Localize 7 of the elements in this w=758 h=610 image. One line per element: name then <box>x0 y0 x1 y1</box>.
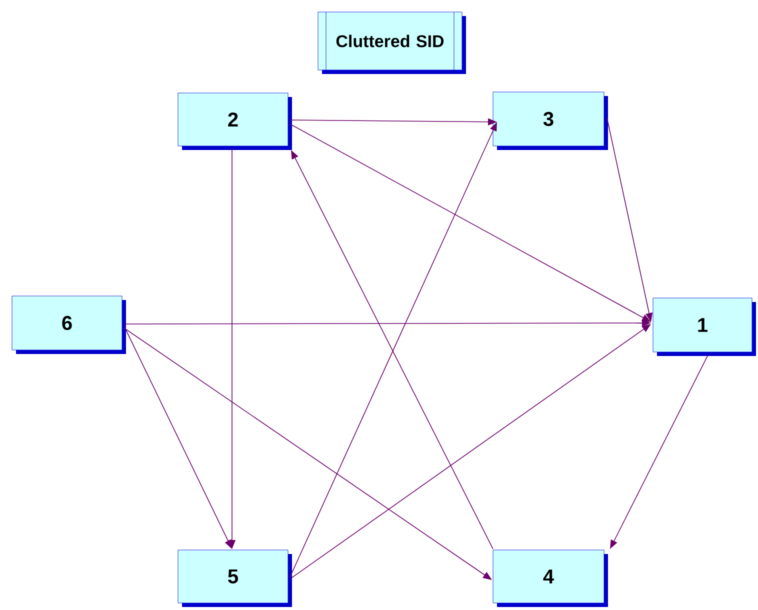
title-box: Cluttered SID <box>318 12 466 74</box>
process-box: 4 <box>492 550 608 607</box>
process-box: 3 <box>492 92 608 150</box>
process-box: 6 <box>12 296 126 354</box>
process-box: 1 <box>652 298 756 356</box>
process-box: 2 <box>178 92 292 150</box>
process-box: 5 <box>178 550 292 607</box>
